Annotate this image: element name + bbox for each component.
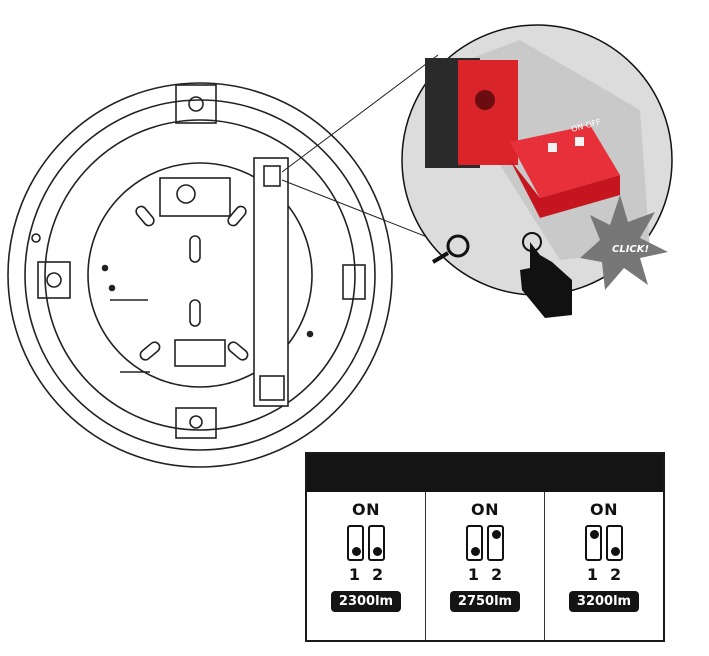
click-burst-icon — [580, 195, 668, 290]
dip-switch-diagram — [585, 525, 623, 561]
switch-2 — [487, 525, 504, 561]
dip-switch-diagram — [347, 525, 385, 561]
switch-number: 1 — [586, 565, 598, 584]
on-label: ON — [471, 500, 499, 519]
red-terminal — [458, 60, 518, 165]
switch-number: 2 — [491, 565, 503, 584]
switch-number: 1 — [467, 565, 479, 584]
on-label: ON — [590, 500, 618, 519]
lumen-badge: 2300lm — [330, 591, 402, 612]
ceiling-fixture-base — [7, 82, 393, 468]
magnified-switch-view: ON OFF CLICK! — [401, 24, 673, 318]
screwdriver-icon — [446, 234, 470, 258]
callout-lines — [281, 54, 451, 247]
switch-1 — [347, 525, 364, 561]
click-label: CLICK! — [612, 244, 649, 255]
switch-1 — [585, 525, 602, 561]
switch-number: 1 — [348, 565, 360, 584]
table-header-bar — [307, 454, 663, 492]
switch-2 — [368, 525, 385, 561]
lumen-badge: 3200lm — [568, 591, 640, 612]
on-label: ON — [352, 500, 380, 519]
lumen-badge: 2750lm — [449, 591, 521, 612]
switch-1 — [466, 525, 483, 561]
switch-number: 2 — [610, 565, 622, 584]
hand-pointer-icon — [520, 242, 572, 318]
switch-2 — [606, 525, 623, 561]
switch-number: 2 — [372, 565, 384, 584]
dip-switch-diagram — [466, 525, 504, 561]
dip-switch[interactable] — [510, 125, 620, 198]
